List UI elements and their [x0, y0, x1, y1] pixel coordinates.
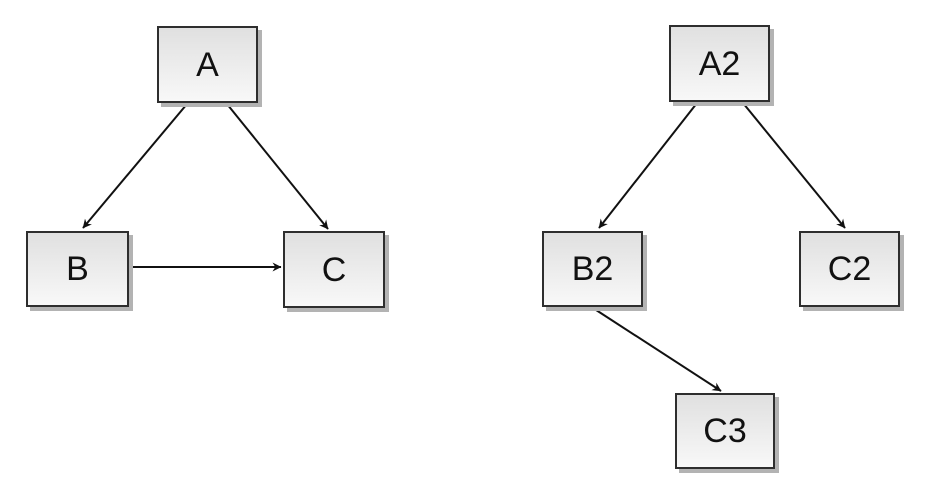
node-c[interactable]: C: [283, 231, 385, 308]
node-b2[interactable]: B2: [542, 231, 643, 307]
node-a2-label: A2: [698, 44, 741, 83]
node-a-label: A: [196, 45, 219, 84]
node-c3-label: C3: [703, 412, 747, 450]
node-b[interactable]: B: [26, 231, 129, 307]
edge-a-to-b: [82, 103, 188, 229]
node-c2[interactable]: C2: [799, 231, 900, 307]
node-a2[interactable]: A2: [669, 25, 770, 102]
node-c-label: C: [321, 250, 347, 289]
node-b2-label: B2: [571, 250, 614, 288]
node-a[interactable]: A: [157, 26, 258, 103]
node-c3[interactable]: C3: [675, 393, 775, 469]
edge-a2-to-c2: [742, 102, 846, 229]
node-c2-label: C2: [827, 250, 872, 288]
edge-a2-to-b2: [598, 102, 698, 229]
edge-a-to-c: [226, 103, 329, 230]
node-b-label: B: [66, 250, 89, 288]
edge-b2-to-c3: [592, 307, 722, 392]
